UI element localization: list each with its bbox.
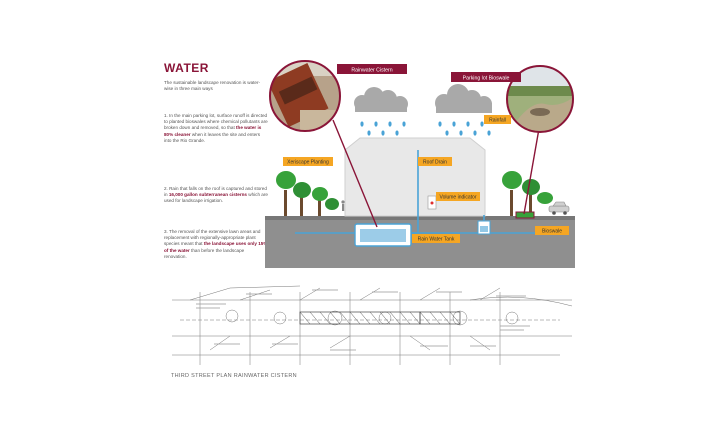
plan-caption: THIRD STREET PLAN RAINWATER CISTERN: [171, 373, 297, 379]
page-title: WATER: [164, 61, 209, 75]
tag-rainfall: Rainfall: [484, 115, 511, 124]
tag-rainfall-text: Rainfall: [489, 118, 506, 124]
point-3-tail: than before the landscape renovation.: [164, 247, 245, 259]
tag-rainwater-cistern: Rainwater Cistern: [337, 64, 407, 74]
tag-rainwater-cistern-text: Rainwater Cistern: [351, 68, 392, 74]
cistern-photo-frame: [269, 60, 341, 132]
point-2-text: 2. Rain that falls on the roof is captur…: [164, 186, 267, 198]
tag-volume-indicator: Volume indicator: [436, 192, 480, 201]
point-3-text: 3. The removal of the extensive lawn are…: [164, 229, 261, 247]
tag-volume-indicator-text: Volume indicator: [440, 195, 477, 201]
bioswale-connector: [523, 122, 541, 215]
point-2: 2. Rain that falls on the roof is captur…: [164, 186, 268, 205]
trees-left: [276, 171, 339, 216]
cistern-photo: [270, 61, 340, 131]
tag-rain-water-tank-text: Rain Water Tank: [418, 237, 455, 243]
indicator-light: [430, 201, 434, 205]
tag-bioswale-text: Bioswale: [542, 229, 562, 235]
tag-parking-lot-bioswale-text: Parking lot Bioswale: [463, 76, 510, 82]
point-3: 3. The removal of the extensive lawn are…: [164, 229, 268, 260]
site-plan-drawing: [172, 285, 573, 365]
person: [341, 200, 345, 211]
cloud-left: [354, 87, 408, 112]
cloud-right: [435, 84, 492, 113]
tag-roof-drain-text: Roof Drain: [423, 160, 447, 166]
bioswale-planting: [515, 211, 535, 219]
trees-right: [502, 171, 553, 216]
point-1: 1. In the main parking lot, surface runo…: [164, 113, 268, 144]
point-1-highlight: the water is 80% cleaner: [164, 125, 262, 137]
tag-bioswale: Bioswale: [535, 226, 569, 235]
point-1-text: 1. In the main parking lot, surface runo…: [164, 113, 268, 131]
tag-xeriscape-planting-text: Xeriscape Planting: [287, 160, 329, 166]
tank-water: [360, 229, 406, 242]
raindrops: [360, 121, 491, 136]
bioswale-photo-frame: [506, 65, 574, 133]
building: [344, 137, 486, 217]
tag-roof-drain: Roof Drain: [418, 157, 452, 166]
small-tank-water: [480, 226, 488, 232]
intro-text: The sustainable landscape renovation is …: [164, 80, 261, 92]
tag-xeriscape-planting: Xeriscape Planting: [283, 157, 333, 166]
point-3-highlight: the landscape uses only 15% of the water: [164, 241, 268, 253]
cistern-connector: [332, 119, 378, 228]
point-2-highlight: 16,000 gallon subterranean cisterns: [168, 192, 247, 198]
site-plan-note-marks: [196, 289, 530, 351]
point-2-tail: which are used for landscape irrigation.: [164, 192, 268, 204]
tag-parking-lot-bioswale: Parking lot Bioswale: [451, 72, 521, 82]
car: [548, 201, 570, 215]
bioswale-photo: [507, 66, 573, 132]
point-1-tail: when it leaves the site and enters into …: [164, 131, 261, 143]
ground-surface: [265, 216, 575, 220]
tag-rain-water-tank: Rain Water Tank: [412, 234, 460, 243]
